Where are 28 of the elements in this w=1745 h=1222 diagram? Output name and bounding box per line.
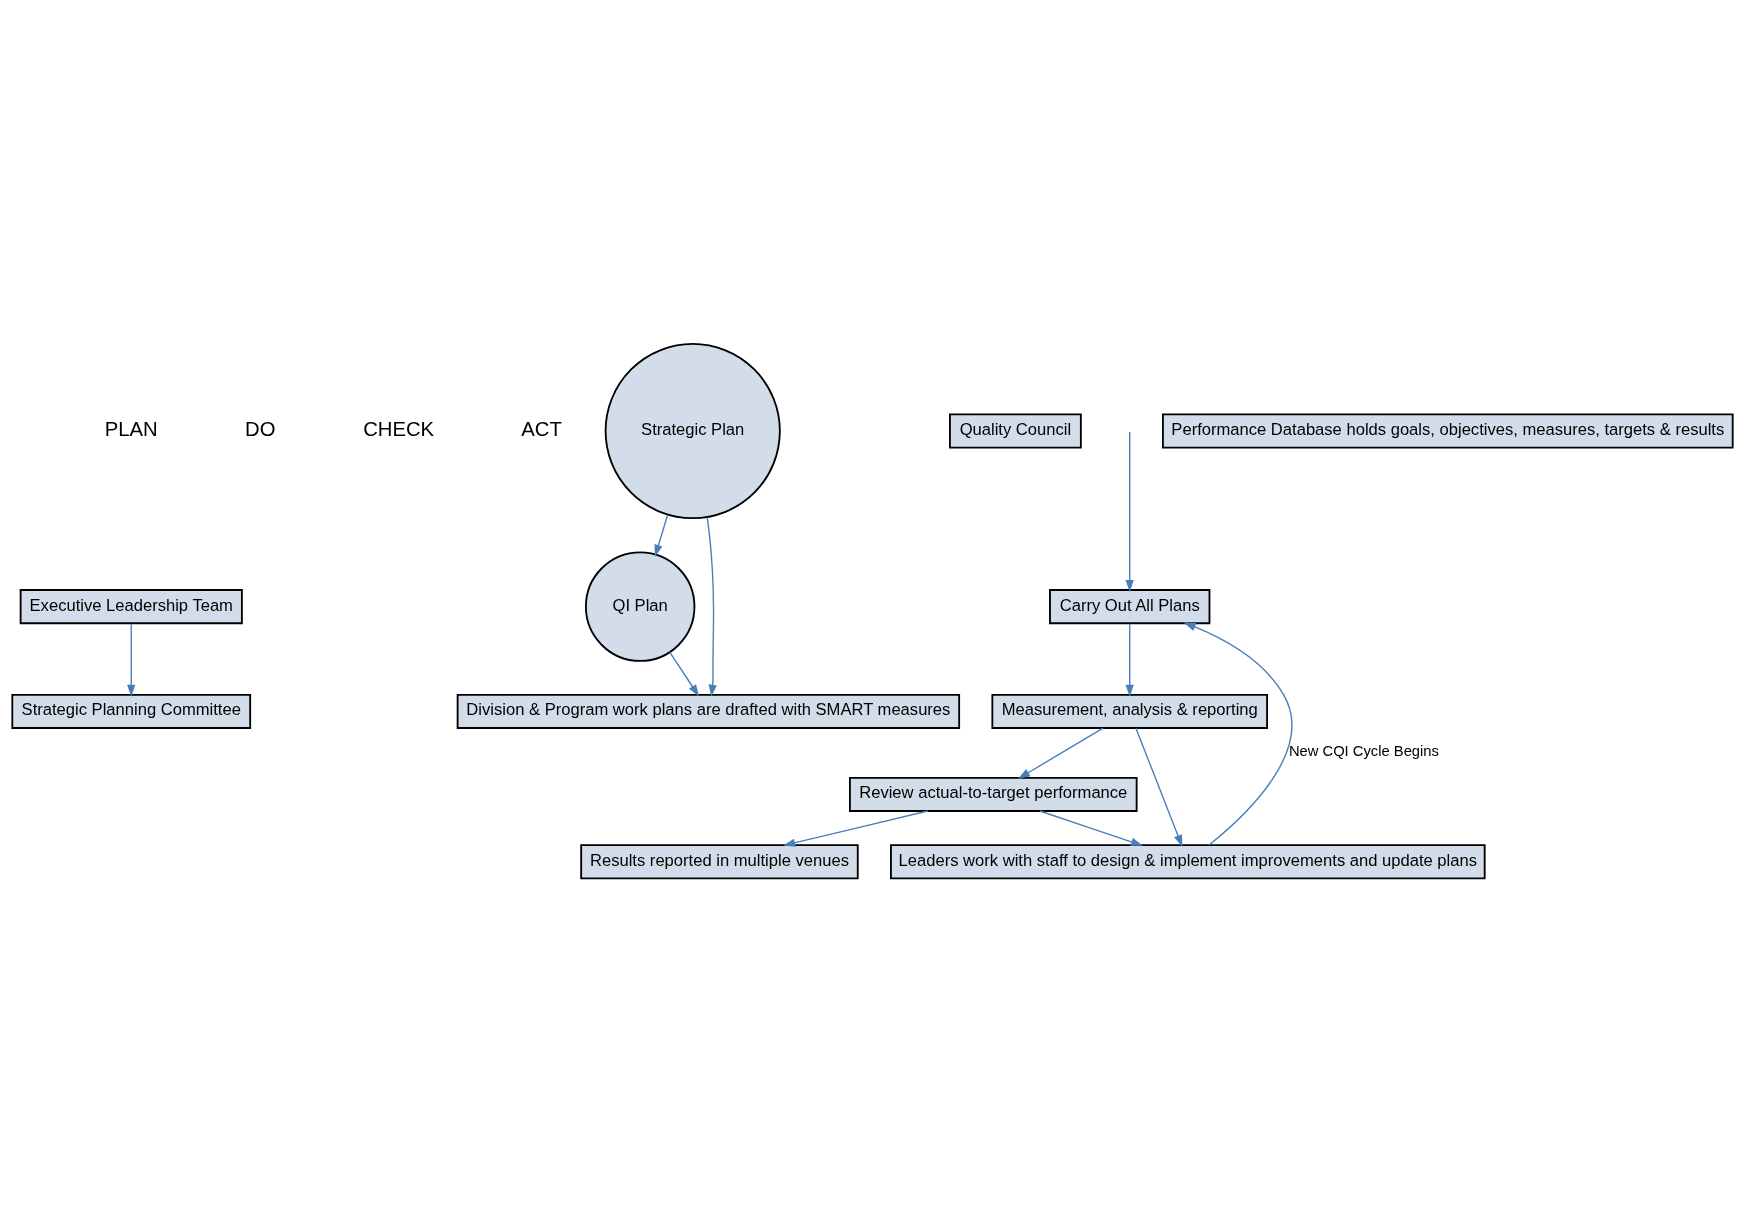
node-box: Results reported in multiple venues xyxy=(580,844,859,880)
node-box: Strategic Planning Committee xyxy=(11,693,252,729)
arrow xyxy=(127,622,136,697)
label: DO xyxy=(245,418,276,441)
edge-label: New CQI Cycle Begins xyxy=(1288,743,1439,760)
arrow xyxy=(669,651,700,697)
label: CHECK xyxy=(363,418,435,441)
arrow xyxy=(1039,810,1143,846)
arrow xyxy=(1135,727,1183,847)
node-circle: Strategic Plan xyxy=(604,343,781,520)
node-box: Performance Database holds goals, objectives, measures, targets & results xyxy=(1162,413,1734,449)
node-box: Carry Out All Plans xyxy=(1049,589,1211,625)
node-box: Quality Council xyxy=(949,413,1082,449)
node-box: Division & Program work plans are drafted with SMART measures xyxy=(456,693,961,729)
node-box: Leaders work with staff to design & implement improvements and update plans xyxy=(890,844,1486,880)
arrow xyxy=(1125,431,1134,592)
node-box: Executive Leadership Team xyxy=(19,589,243,625)
node-box: Measurement, analysis & reporting xyxy=(991,693,1268,729)
label: PLAN xyxy=(104,418,158,441)
arrow xyxy=(783,810,929,847)
node-box: Review actual-to-target performance xyxy=(849,776,1138,812)
arrow xyxy=(1125,622,1134,697)
arrow xyxy=(1018,727,1104,779)
label: ACT xyxy=(521,418,562,441)
arrow xyxy=(654,514,669,557)
arrow xyxy=(1183,622,1293,846)
node-circle: QI Plan xyxy=(584,551,696,662)
arrow xyxy=(706,516,717,697)
